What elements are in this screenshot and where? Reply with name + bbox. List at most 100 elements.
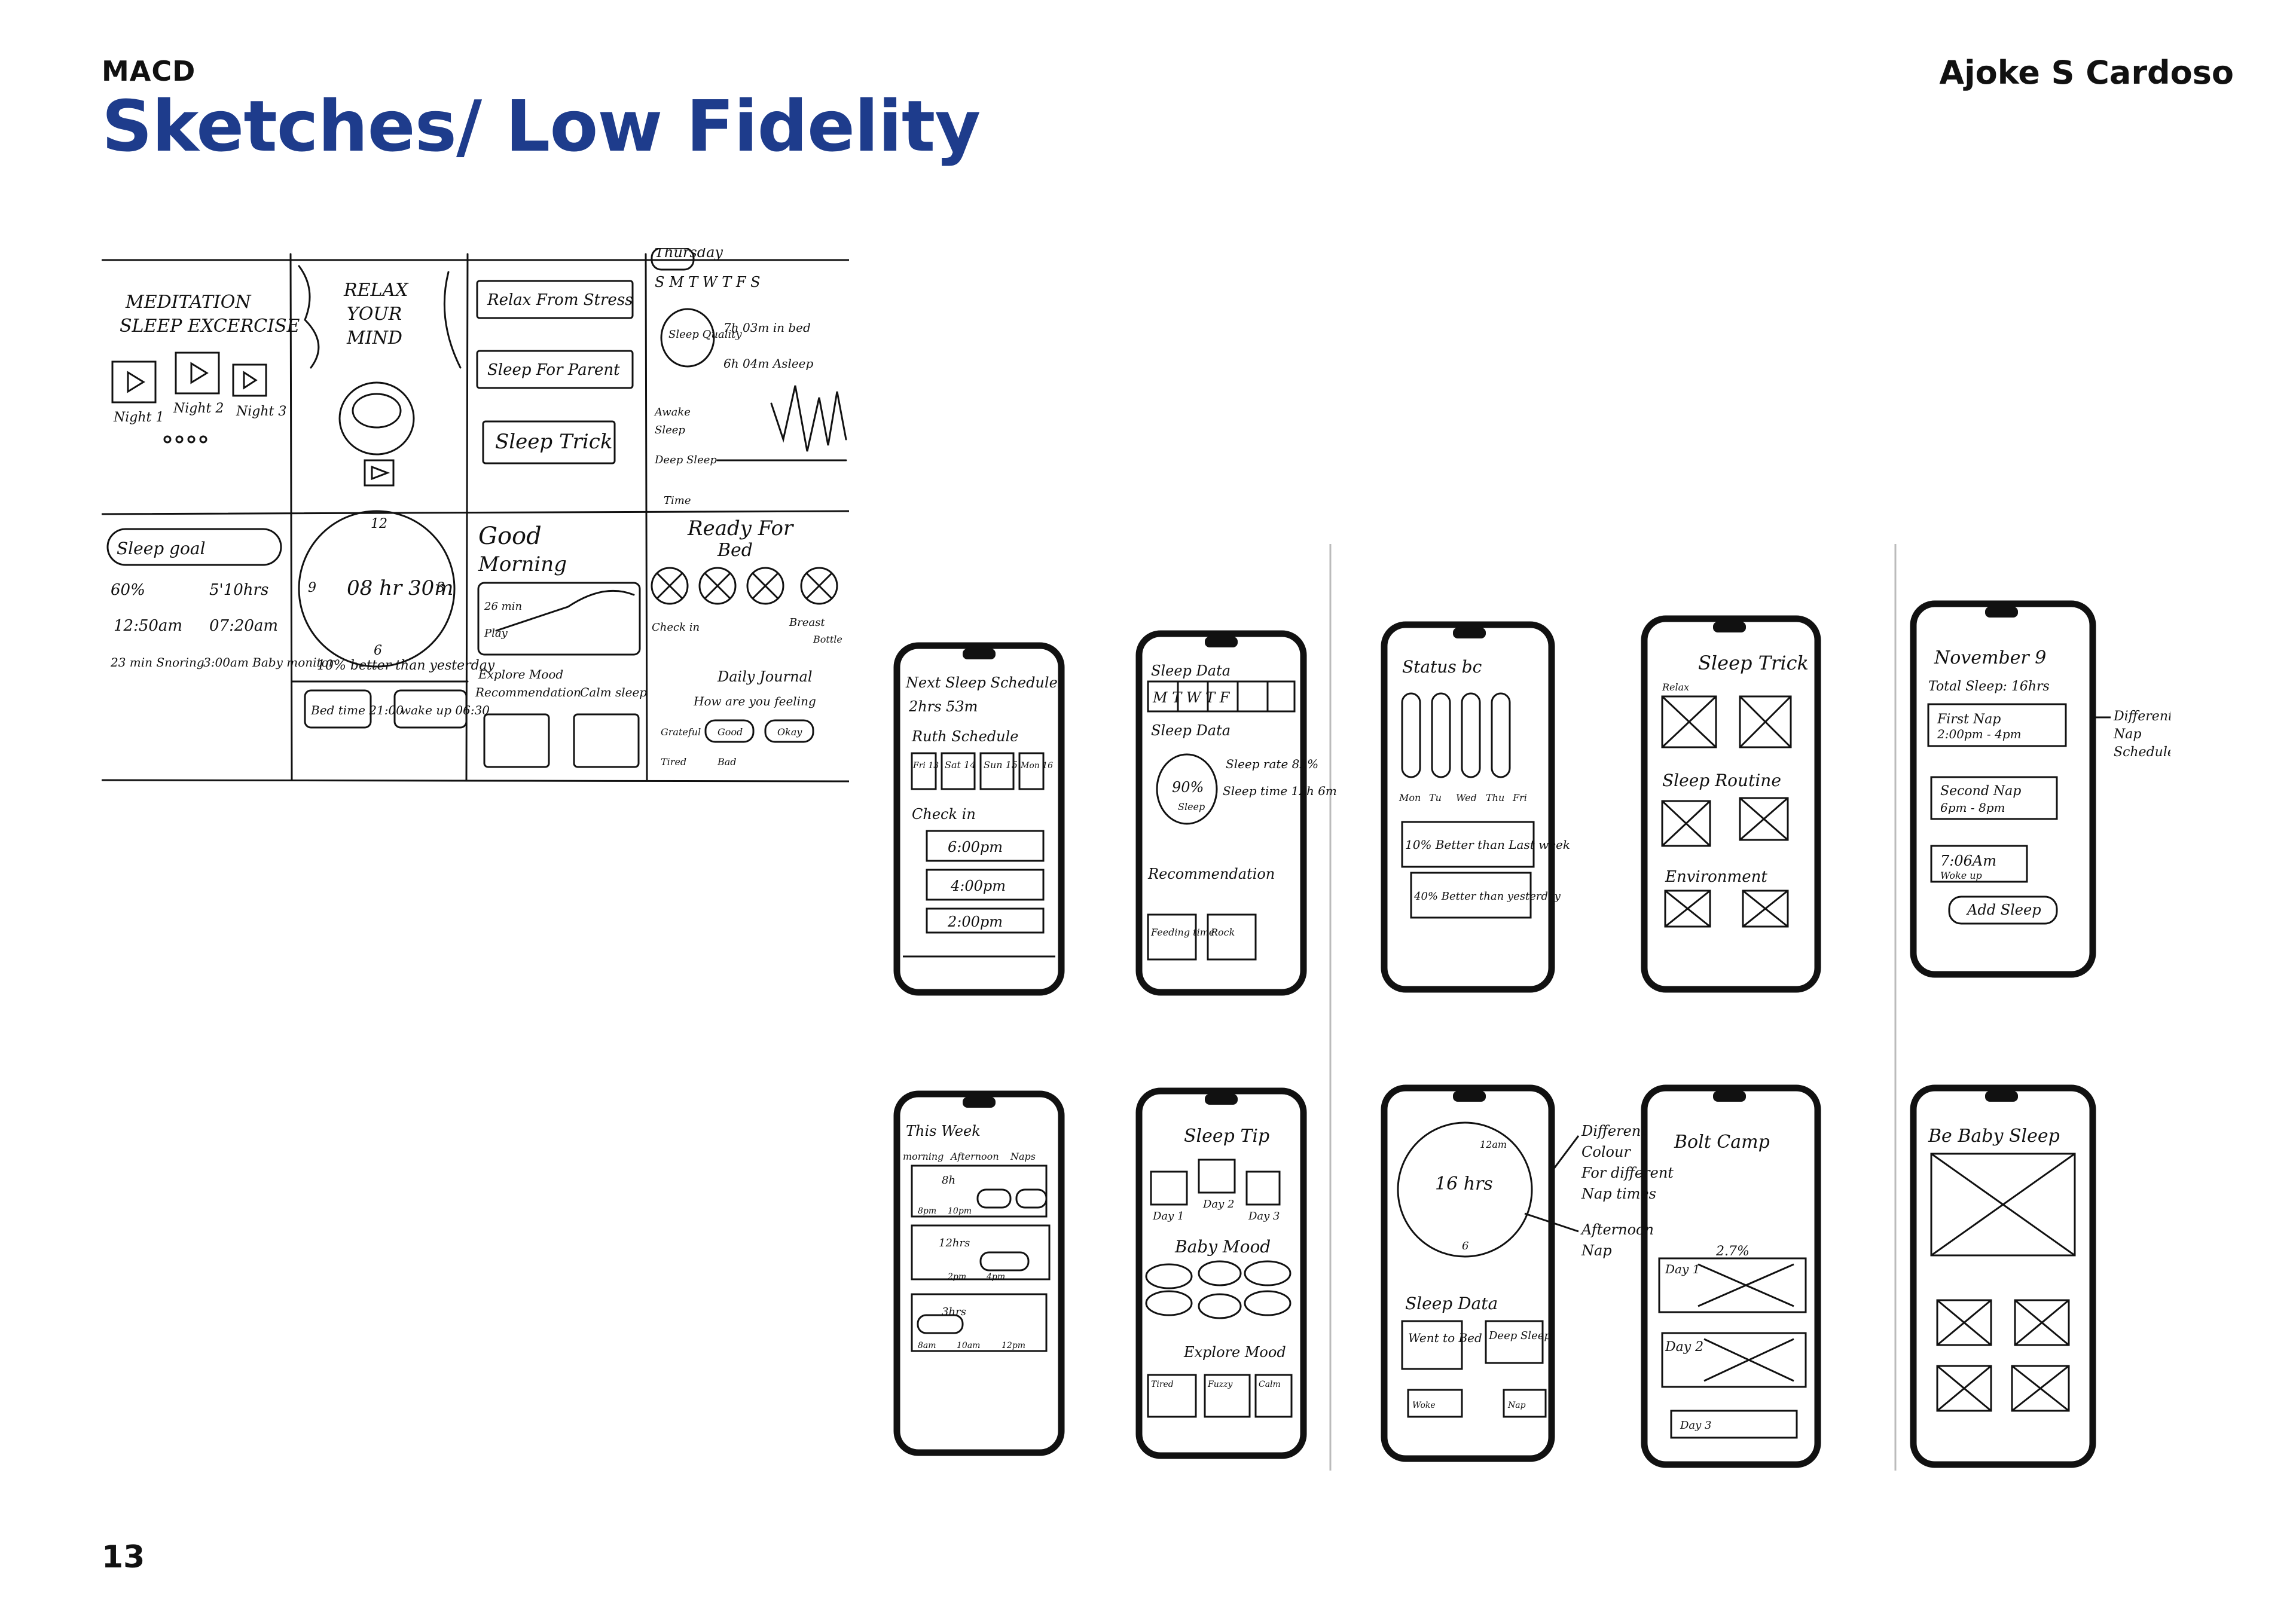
annotation-text: Afternoon: [1580, 1221, 1654, 1238]
phone-text: 6: [1462, 1240, 1468, 1252]
sheet-text: 6: [374, 643, 382, 658]
phone-text: Day 1: [1152, 1210, 1184, 1222]
sheet-text: Good: [478, 522, 542, 550]
annotation-text: Colour: [1581, 1144, 1631, 1160]
phone-text: Status bc: [1402, 657, 1482, 677]
phone-frame: [1641, 1084, 1821, 1468]
sheet-text: Deep Sleep: [654, 454, 717, 466]
sheet-text: Sleep Trick: [495, 430, 612, 454]
phone-text: 2hrs 53m: [908, 698, 978, 715]
sheet-text: YOUR: [347, 304, 402, 325]
phone-text: Naps: [1010, 1151, 1036, 1162]
phone-text: 2:00pm: [947, 913, 1003, 930]
sheet-text: Night 1: [113, 410, 164, 425]
sheet-text: 23 min Snoring: [110, 655, 204, 670]
phone-text: November 9: [1934, 647, 2046, 668]
phone-text: This Week: [906, 1123, 981, 1139]
sheet-text: RELAX: [343, 280, 409, 301]
phone-text: Sun 15: [984, 759, 1018, 771]
annotation-text: Schedule: [2114, 745, 2170, 760]
phone-text: Sleep rate 82%: [1226, 757, 1318, 771]
page-title: Sketches/ Low Fidelity: [102, 85, 981, 167]
phone-text: Sat 14: [945, 759, 976, 771]
annotation-text: Different: [1581, 1123, 1647, 1139]
phone-text: Tu: [1429, 792, 1442, 803]
phone-text: 8h: [942, 1174, 955, 1187]
phone-frame: [1641, 615, 1821, 993]
sheet-text: How are you feeling: [693, 694, 816, 708]
phone-text: 7:06Am: [1940, 852, 1996, 869]
sheet-text: 3:00am Baby monitor: [203, 655, 335, 670]
sheet-text: Ready For: [687, 516, 794, 540]
sheet-text: 08 hr 30m: [347, 576, 454, 600]
phone-text: Sleep Data: [1151, 662, 1231, 679]
sheet-text: MIND: [346, 328, 402, 349]
sheet-text: Okay: [777, 726, 802, 738]
phone-text: 10% Better than Last week: [1405, 838, 1570, 852]
phone-text: Baby Mood: [1174, 1237, 1271, 1257]
phone-text: Fri: [1512, 792, 1527, 803]
phone-frame: [1135, 630, 1307, 996]
phone-text: 3hrs: [942, 1306, 966, 1318]
phone-text: Sleep Data: [1405, 1294, 1498, 1313]
sheet-text: Bed: [717, 540, 753, 561]
course-tag: MACD: [102, 55, 196, 87]
phone-text: 2.7%: [1715, 1244, 1750, 1259]
phone-text: Deep Sleep: [1488, 1329, 1551, 1342]
phone-frame: [1910, 600, 2096, 978]
sheet-text: 12: [371, 516, 387, 531]
sheet-text: 07:20am: [209, 617, 278, 635]
phone-text: Mon 16: [1020, 761, 1053, 771]
phone-text: Rock: [1210, 927, 1235, 938]
phone-text: 90%: [1172, 779, 1204, 796]
sheet-text: Thursday: [655, 248, 723, 261]
sheet-text: Bottle: [813, 634, 842, 645]
phone-text: Nap: [1507, 1401, 1526, 1410]
annotation-text: Nap: [2113, 727, 2141, 742]
sheet-text: Bed time 21:00: [310, 703, 404, 717]
phone-text: Fuzzy: [1207, 1380, 1233, 1389]
sketch-sheet: MEDITATION SLEEP EXCERCISE Night 1 Night…: [102, 248, 849, 783]
sheet-text: 5'10hrs: [209, 581, 268, 599]
phone-text: Went to Bed: [1408, 1331, 1482, 1345]
sheet-text: Sleep goal: [117, 539, 206, 558]
sheet-text: Breast: [789, 616, 825, 629]
sheet-text: 12:50am: [114, 617, 182, 635]
sheet-text: 60%: [111, 581, 145, 599]
annotation-text: Different: [2113, 709, 2170, 724]
sheet-text: Sleep Quality: [668, 328, 742, 341]
phone-text: 8am: [918, 1341, 936, 1350]
phone-text: Total Sleep: 16hrs: [1928, 679, 2050, 694]
phone-text: 40% Better than yesterday: [1413, 890, 1561, 903]
phone-text: Fri 13: [912, 761, 939, 771]
annotation-text: Nap: [1581, 1242, 1612, 1259]
phone-frame: [893, 1090, 1065, 1456]
sheet-text: Calm sleep: [580, 685, 647, 699]
phone-text: Bolt Camp: [1674, 1132, 1770, 1153]
phone-text: Day 2: [1665, 1340, 1703, 1355]
sheet-text: S M T W T F S: [655, 274, 761, 291]
phone-text: 2:00pm - 4pm: [1937, 727, 2022, 741]
phone-text: Environment: [1665, 868, 1767, 886]
phone-text: 4pm: [986, 1272, 1005, 1282]
phone-text: Add Sleep: [1966, 901, 2041, 918]
phone-text: 10am: [957, 1341, 980, 1350]
phone-text: Woke up: [1940, 870, 1982, 881]
annotation-text: Nap times: [1581, 1185, 1656, 1202]
sheet-text: Grateful: [661, 726, 701, 738]
phone-text: 12am: [1480, 1139, 1507, 1150]
phone-text: Feeding time: [1150, 927, 1214, 938]
sheet-text: Awake: [654, 406, 691, 418]
page-number: 13: [102, 1539, 145, 1575]
sheet-text: Night 3: [236, 404, 286, 419]
sheet-text: SLEEP EXCERCISE: [120, 316, 300, 337]
phone-text: Afternoon: [949, 1151, 999, 1162]
phone-text: 12pm: [1002, 1341, 1025, 1350]
phone-text: Sleep Trick: [1698, 652, 1809, 674]
phone-text: Explore Mood: [1183, 1344, 1286, 1361]
sheet-text: Sleep: [655, 424, 685, 436]
phone-text: M T W T F: [1152, 689, 1231, 706]
phone-text: 12hrs: [939, 1237, 970, 1249]
phone-text: Day 1: [1665, 1262, 1700, 1276]
sheet-text: Daily Journal: [717, 668, 813, 685]
